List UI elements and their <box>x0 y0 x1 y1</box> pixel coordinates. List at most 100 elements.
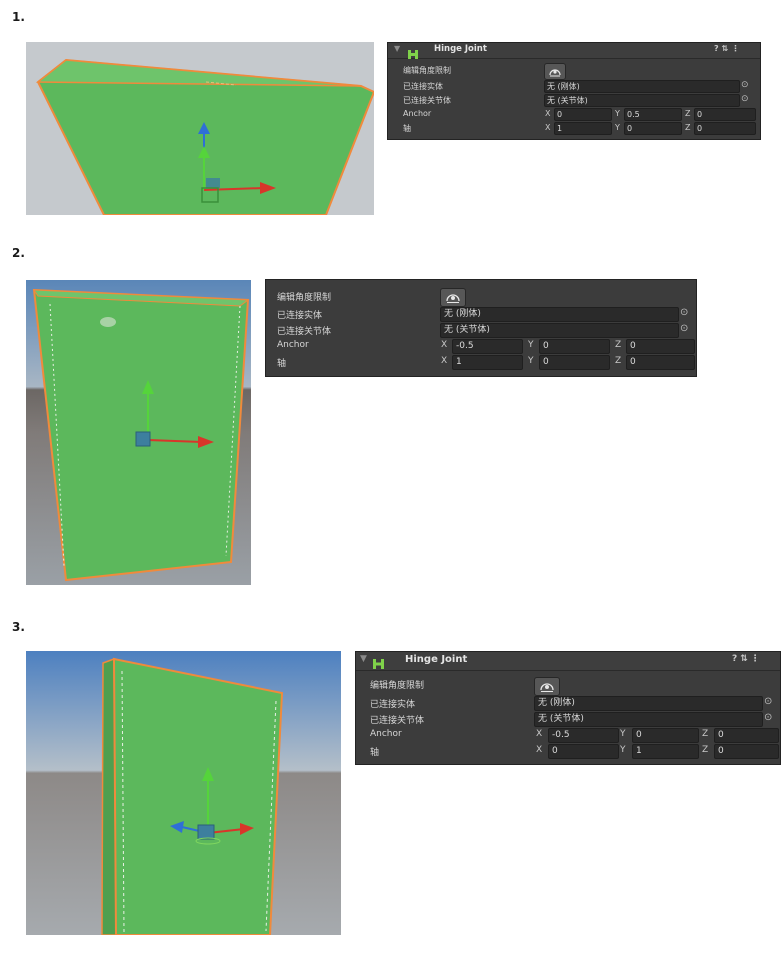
object-picker-icon[interactable]: ⊙ <box>741 80 749 90</box>
hinge-plane-edge <box>101 657 117 935</box>
connected-body-field[interactable]: 无 (刚体) <box>544 80 740 93</box>
connected-body-label: 已连接实体 <box>403 82 443 91</box>
axis-x-field[interactable]: 1 <box>452 355 523 370</box>
edit-limits-label: 编辑角度限制 <box>370 681 425 691</box>
edit-limits-row: 编辑角度限制 <box>356 675 780 696</box>
axis-x-label: X <box>536 745 543 755</box>
anchor-y-field[interactable]: 0.5 <box>624 108 682 121</box>
axis-label: 轴 <box>277 359 287 369</box>
component-header[interactable]: ▼ Hinge Joint ?⇅⋮ <box>356 652 780 671</box>
connected-body-label: 已连接实体 <box>277 311 323 321</box>
edit-angular-limits-button[interactable] <box>440 288 466 307</box>
step-number: 2. <box>12 246 25 260</box>
axis-z-label: Z <box>702 745 709 755</box>
hinge-joint-icon <box>372 655 385 674</box>
edit-angular-limits-button[interactable] <box>544 63 566 80</box>
axis-y-label: Y <box>615 123 620 132</box>
help-icon[interactable]: ? <box>732 654 741 664</box>
object-picker-icon[interactable]: ⊙ <box>741 94 749 104</box>
axis-x-field[interactable]: 1 <box>554 122 612 135</box>
connected-articulation-row: 已连接关节体 无 (关节体) ⊙ <box>266 323 696 338</box>
edit-limits-label: 编辑角度限制 <box>403 66 451 75</box>
step-number: 3. <box>12 620 25 634</box>
anchor-row: Anchor X -0.5 Y 0 Z 0 <box>356 728 780 743</box>
anchor-label: Anchor <box>403 109 432 118</box>
connected-body-field[interactable]: 无 (刚体) <box>440 307 679 322</box>
foldout-arrow-icon[interactable]: ▼ <box>394 44 401 53</box>
axis-y-field[interactable]: 0 <box>539 355 610 370</box>
connected-body-label: 已连接实体 <box>370 700 416 710</box>
header-tools: ?⇅⋮ <box>732 654 763 664</box>
scene-illustration <box>26 280 251 585</box>
hinge-plane <box>112 657 284 935</box>
presets-icon[interactable]: ⇅ <box>721 44 732 53</box>
axis-y-field[interactable]: 1 <box>632 744 699 759</box>
anchor-z-label: Z <box>685 109 691 118</box>
edit-angular-limits-button[interactable] <box>534 677 560 696</box>
scene-illustration <box>26 42 374 215</box>
axis-z-label: Z <box>685 123 691 132</box>
object-picker-icon[interactable]: ⊙ <box>764 696 773 707</box>
object-picker-icon[interactable]: ⊙ <box>680 307 689 318</box>
anchor-y-label: Y <box>620 729 626 739</box>
object-picker-icon[interactable]: ⊙ <box>680 323 689 334</box>
header-tools: ?⇅⋮ <box>714 44 742 53</box>
connected-articulation-label: 已连接关节体 <box>370 716 425 726</box>
edit-angular-limits-icon <box>540 683 554 692</box>
axis-y-label: Y <box>620 745 626 755</box>
connected-body-field[interactable]: 无 (刚体) <box>534 696 763 711</box>
axis-z-field[interactable]: 0 <box>714 744 779 759</box>
anchor-z-label: Z <box>702 729 709 739</box>
axis-x-field[interactable]: 0 <box>548 744 619 759</box>
foldout-arrow-icon[interactable]: ▼ <box>360 654 367 664</box>
connected-body-row: 已连接实体 无 (刚体) ⊙ <box>356 696 780 711</box>
hinge-joint-icon <box>407 45 419 64</box>
edit-limits-row: 编辑角度限制 <box>388 62 760 80</box>
connected-body-row: 已连接实体 无 (刚体) ⊙ <box>388 80 760 93</box>
anchor-x-label: X <box>545 109 551 118</box>
anchor-x-field[interactable]: 0 <box>554 108 612 121</box>
presets-icon[interactable]: ⇅ <box>740 654 751 664</box>
anchor-y-field[interactable]: 0 <box>632 728 699 743</box>
anchor-x-field[interactable]: -0.5 <box>452 339 523 354</box>
anchor-z-label: Z <box>615 340 622 350</box>
axis-y-field[interactable]: 0 <box>624 122 682 135</box>
axis-label: 轴 <box>370 748 380 758</box>
more-menu-icon[interactable]: ⋮ <box>731 44 743 53</box>
axis-z-field[interactable]: 0 <box>626 355 695 370</box>
more-menu-icon[interactable]: ⋮ <box>750 654 763 664</box>
connected-articulation-field[interactable]: 无 (关节体) <box>544 94 740 107</box>
connected-articulation-field[interactable]: 无 (关节体) <box>534 712 763 727</box>
connected-articulation-label: 已连接关节体 <box>277 327 332 337</box>
anchor-y-field[interactable]: 0 <box>539 339 610 354</box>
anchor-label: Anchor <box>277 340 309 350</box>
scene-illustration <box>26 651 341 935</box>
help-icon[interactable]: ? <box>714 44 722 53</box>
gizmo-x-axis <box>147 439 203 443</box>
axis-z-label: Z <box>615 356 622 366</box>
step-number: 1. <box>12 10 25 24</box>
scene-view[interactable] <box>26 651 341 935</box>
scene-view[interactable] <box>26 42 374 215</box>
scene-view[interactable] <box>26 280 251 585</box>
hinge-plane-top <box>35 59 362 87</box>
axis-z-field[interactable]: 0 <box>694 122 756 135</box>
edit-angular-limits-icon <box>549 69 561 77</box>
anchor-x-label: X <box>441 340 448 350</box>
anchor-z-field[interactable]: 0 <box>714 728 779 743</box>
anchor-z-field[interactable]: 0 <box>694 108 756 121</box>
axis-row: 轴 X 0 Y 1 Z 0 <box>356 744 780 759</box>
anchor-z-field[interactable]: 0 <box>626 339 695 354</box>
anchor-y-label: Y <box>615 109 620 118</box>
component-header[interactable]: ▼ Hinge Joint ?⇅⋮ <box>388 43 760 59</box>
edit-angular-limits-icon <box>446 294 460 303</box>
axis-row: 轴 X 1 Y 0 Z 0 <box>266 355 696 370</box>
connected-articulation-row: 已连接关节体 无 (关节体) ⊙ <box>388 94 760 107</box>
anchor-x-field[interactable]: -0.5 <box>548 728 619 743</box>
connected-articulation-field[interactable]: 无 (关节体) <box>440 323 679 338</box>
connected-articulation-label: 已连接关节体 <box>403 96 451 105</box>
inspector-hinge-joint: ▼ Hinge Joint ?⇅⋮ 编辑角度限制 已连接实体 无 (刚体) ⊙ … <box>388 43 760 139</box>
component-title: Hinge Joint <box>405 654 468 665</box>
inspector-hinge-joint: ▼ Hinge Joint ?⇅⋮ 编辑角度限制 已连接实体 无 (刚体) ⊙ … <box>356 652 780 764</box>
object-picker-icon[interactable]: ⊙ <box>764 712 773 723</box>
